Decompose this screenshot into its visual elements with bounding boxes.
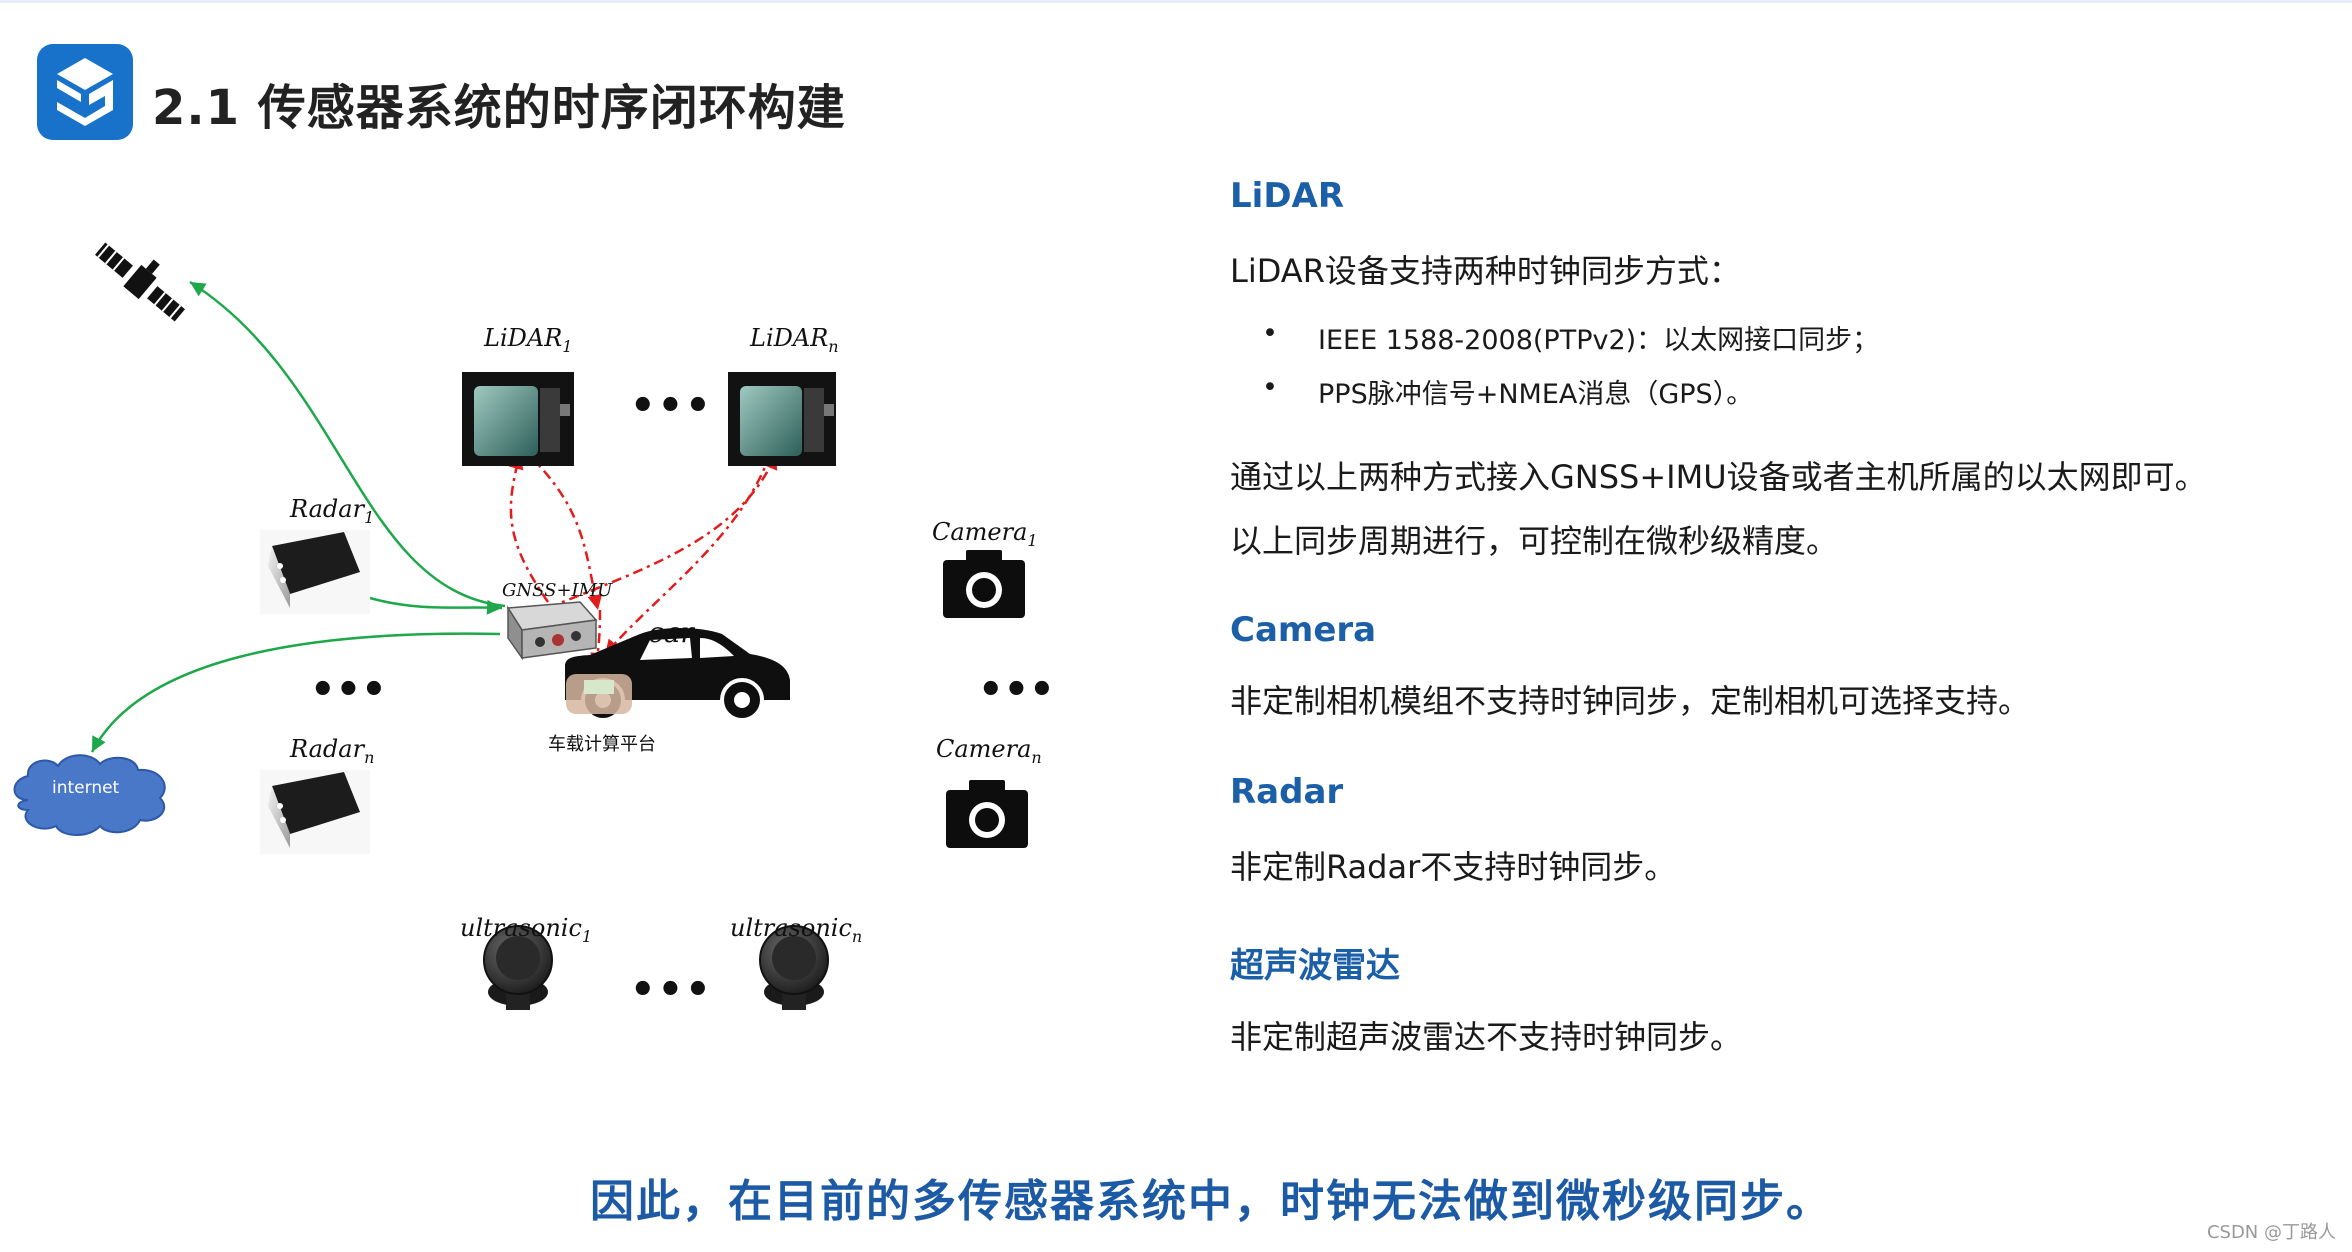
satellite-icon <box>95 242 185 322</box>
ultrasonic-text: 非定制超声波雷达不支持时钟同步。 <box>1230 1018 1743 1056</box>
page-title: 2.1 传感器系统的时序闭环构建 <box>152 80 846 136</box>
diagram-graphics <box>13 242 1028 1010</box>
radar-section-title: Radar <box>1230 772 1344 812</box>
camera-vertical-ellipsis: ••• <box>978 667 1055 713</box>
gnss-imu-label: GNSS+IMU <box>502 580 613 601</box>
camera-icon <box>943 550 1025 618</box>
radar-device-icon <box>260 530 370 614</box>
radar-1-label: Radar1 <box>290 495 375 527</box>
lidar-paragraph-2: 以上同步周期进行，可控制在微秒级精度。 <box>1230 522 1839 560</box>
camera-n-label: Cameran <box>936 735 1042 767</box>
ultrasonic-ellipsis: ••• <box>630 967 713 1013</box>
lidar-bullet-2-text: PPS脉冲信号+NMEA消息（GPS）。 <box>1318 379 1754 410</box>
lidar-section-title: LiDAR <box>1230 176 1345 216</box>
satellite-link <box>189 280 506 608</box>
radar-n-label: Radarn <box>290 735 375 767</box>
camera-icon <box>946 780 1028 848</box>
internet-link <box>90 632 501 753</box>
lidar-paragraph-1: 通过以上两种方式接入GNSS+IMU设备或者主机所属的以太网即可。 <box>1230 458 2207 496</box>
lidar-intro: LiDAR设备支持两种时钟同步方式： <box>1230 252 1741 290</box>
lidar-bullet-1-text: IEEE 1588-2008(PTPv2)：以太网接口同步； <box>1318 325 1880 356</box>
ultrasonic-sensor-icon <box>483 925 553 1010</box>
ultrasonic-1-label: ultrasonic1 <box>460 914 593 946</box>
radar-device-icon <box>260 770 370 854</box>
conclusion-text: 因此，在目前的多传感器系统中，时钟无法做到微秒级同步。 <box>590 1176 1832 1227</box>
lidar-1-label: LiDAR1 <box>484 324 573 356</box>
car-label: car <box>648 616 694 649</box>
radar-link <box>369 596 503 615</box>
radar-vertical-ellipsis: ••• <box>310 667 387 713</box>
brand-logo-icon <box>37 44 133 140</box>
car-icon <box>565 628 790 722</box>
lidar-bullet-2: • PPS脉冲信号+NMEA消息（GPS）。 <box>1262 372 1754 411</box>
camera-section-title: Camera <box>1230 610 1377 650</box>
ultrasonic-sensor-icon <box>759 925 829 1010</box>
lidar-n-label: LiDARn <box>750 324 839 356</box>
radar-text: 非定制Radar不支持时钟同步。 <box>1230 848 1677 886</box>
lidar-device-icon <box>728 372 836 466</box>
internet-label: internet <box>52 778 120 798</box>
ultrasonic-n-label: ultrasonicn <box>730 914 863 946</box>
gnss-imu-device-icon <box>506 601 598 661</box>
bullet-dot: • <box>1262 318 1278 349</box>
camera-text: 非定制相机模组不支持时钟同步，定制相机可选择支持。 <box>1230 682 2031 720</box>
bullet-dot: • <box>1262 372 1278 403</box>
lidar-ellipsis: ••• <box>630 383 713 429</box>
platform-label: 车载计算平台 <box>548 734 656 755</box>
camera-1-label: Camera1 <box>932 518 1038 550</box>
lidar-device-icon <box>462 372 574 466</box>
ultrasonic-section-title: 超声波雷达 <box>1230 946 1400 986</box>
cloud-icon <box>13 754 166 836</box>
lidar-bullet-1: • IEEE 1588-2008(PTPv2)：以太网接口同步； <box>1262 318 1880 357</box>
watermark: CSDN @丁路人 <box>2206 1222 2336 1243</box>
top-rule <box>0 0 2352 3</box>
sensor-diagram: LiDAR1 LiDARn ••• Radar1 Radarn ••• Came… <box>0 210 1160 1090</box>
